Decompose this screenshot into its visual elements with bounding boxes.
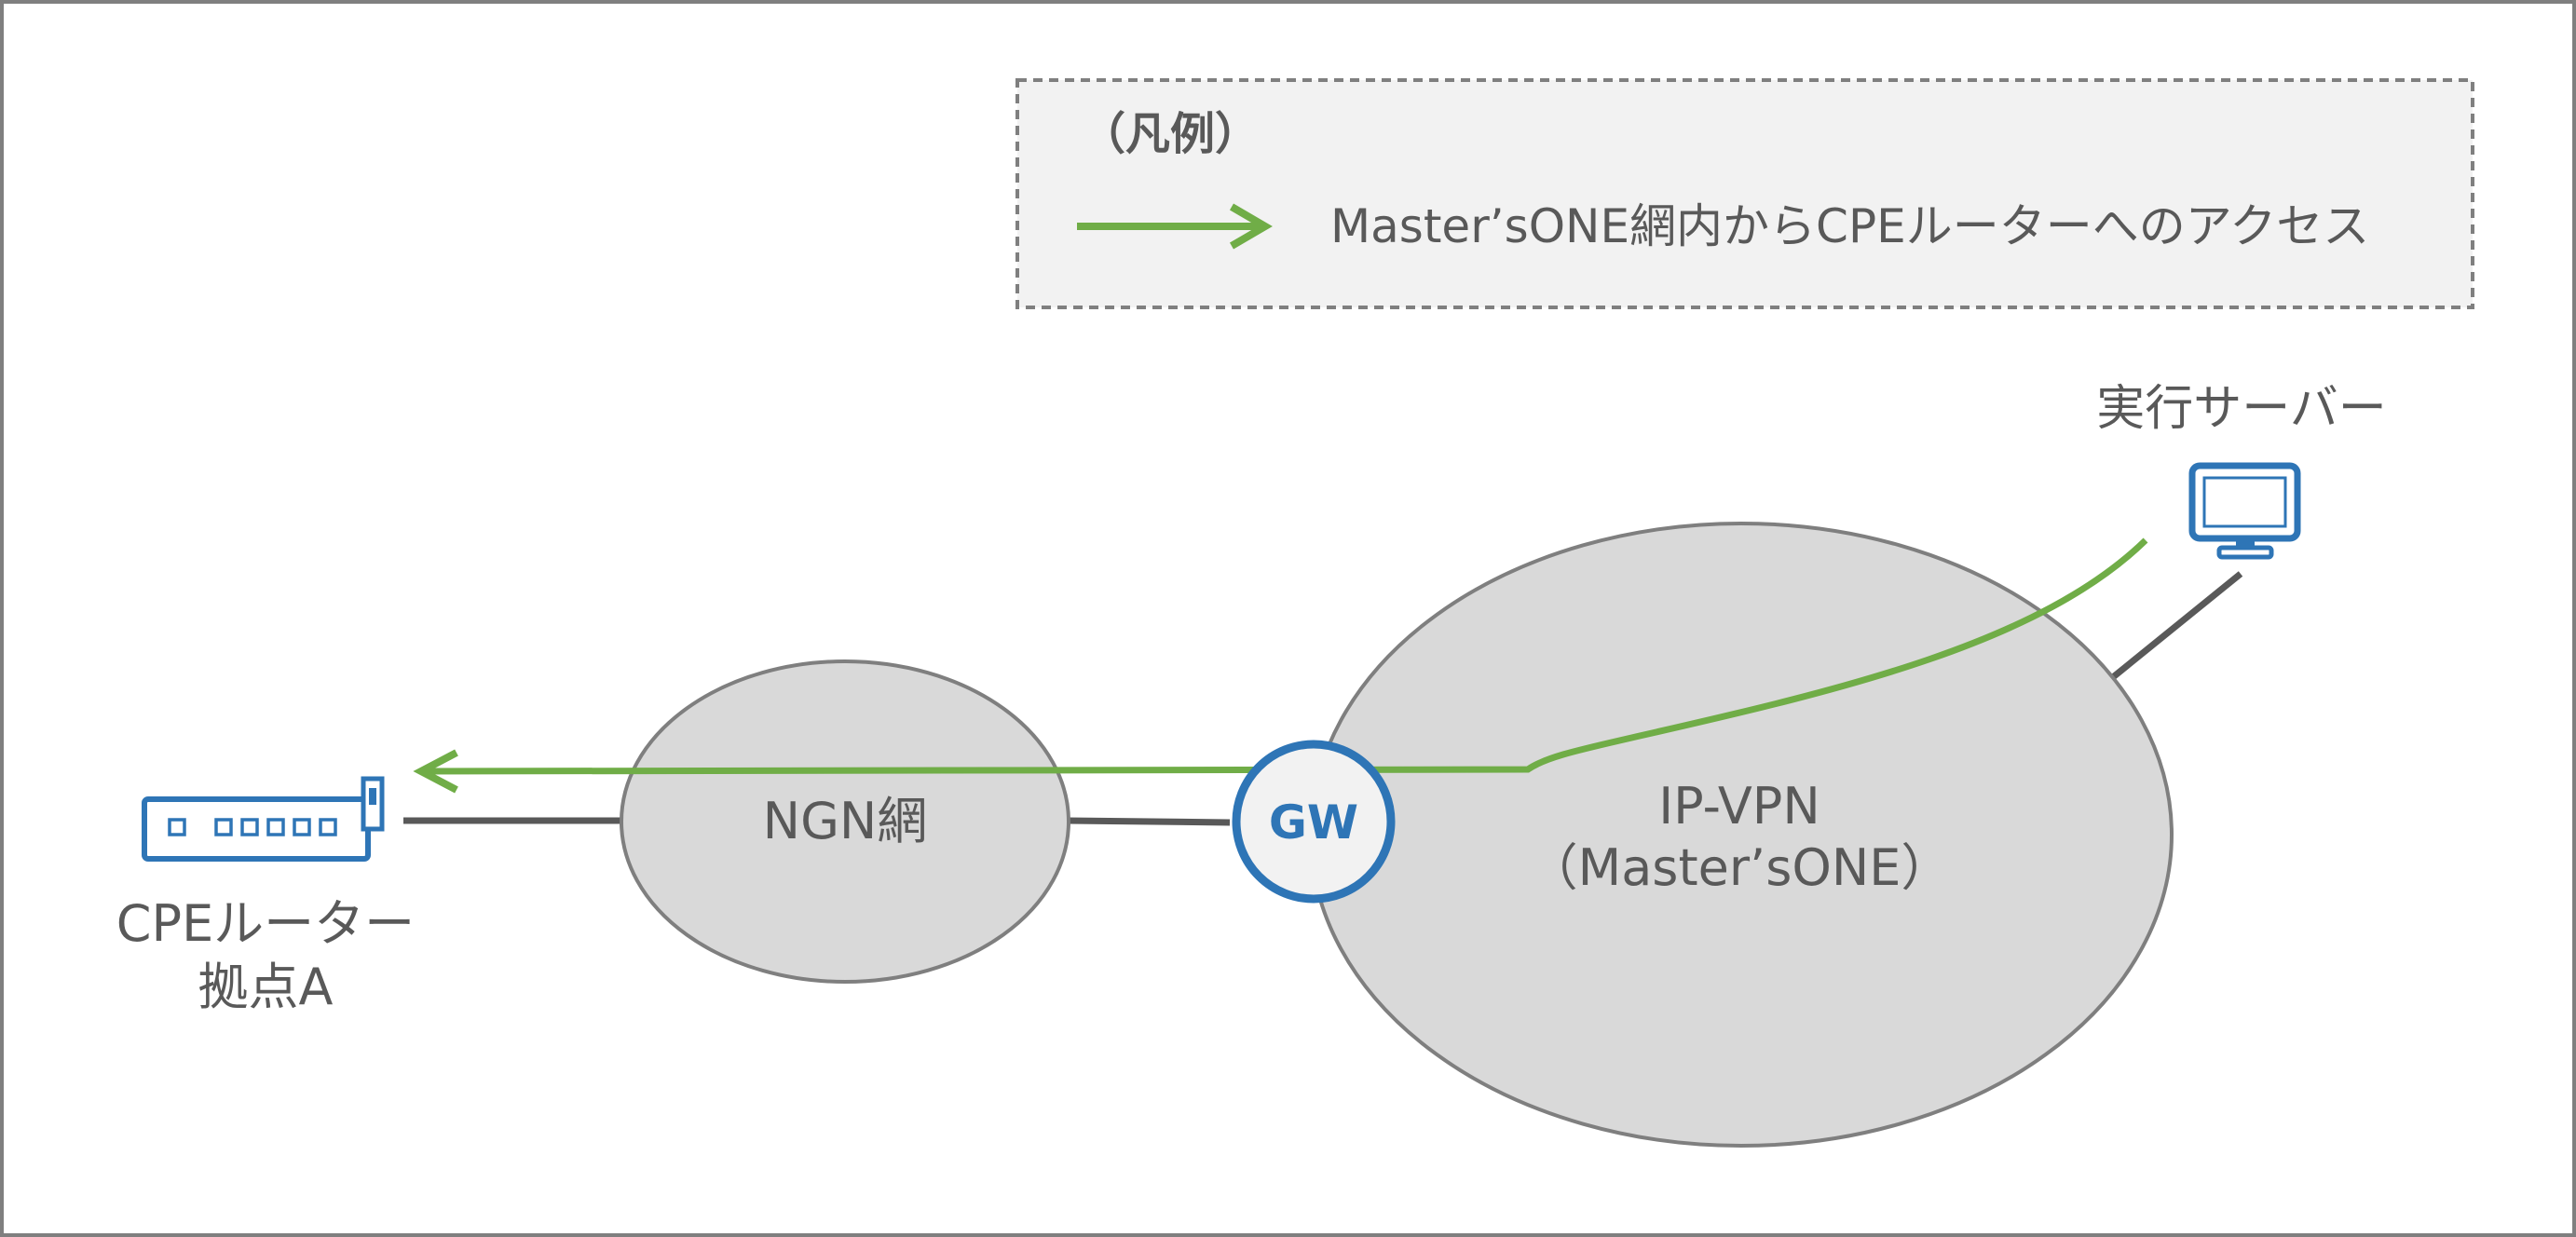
ngn-label: NGN網 <box>763 792 928 850</box>
link-ngn-gw <box>1067 817 1231 826</box>
legend-title: （凡例） <box>1081 108 1260 160</box>
ipvpn-label-line2: （Master’sONE） <box>1528 838 1952 897</box>
access-path <box>413 537 2148 794</box>
cpe-label-line1: CPEルーター <box>116 894 415 953</box>
legend-entry-label: Master’sONE網内からCPEルーターへのアクセス <box>1330 199 2369 253</box>
router-icon <box>142 776 385 862</box>
ipvpn-label-line1: IP-VPN <box>1658 777 1820 836</box>
cpe-label-line2: 拠点A <box>198 958 334 1016</box>
gw-node: GW <box>1232 740 1396 904</box>
server-label: 実行サーバー <box>2096 381 2386 437</box>
monitor-icon <box>2188 462 2301 560</box>
ngn-network <box>620 659 1070 984</box>
legend-arrow-icon <box>1077 203 1273 250</box>
legend-box <box>1015 78 2474 309</box>
legend: （凡例） Master’sONE網内からCPEルーターへのアクセス <box>1015 78 2474 309</box>
gw-label: GW <box>1269 795 1358 850</box>
gw-circle <box>1232 740 1396 904</box>
link-ipvpn-server <box>2110 571 2243 680</box>
